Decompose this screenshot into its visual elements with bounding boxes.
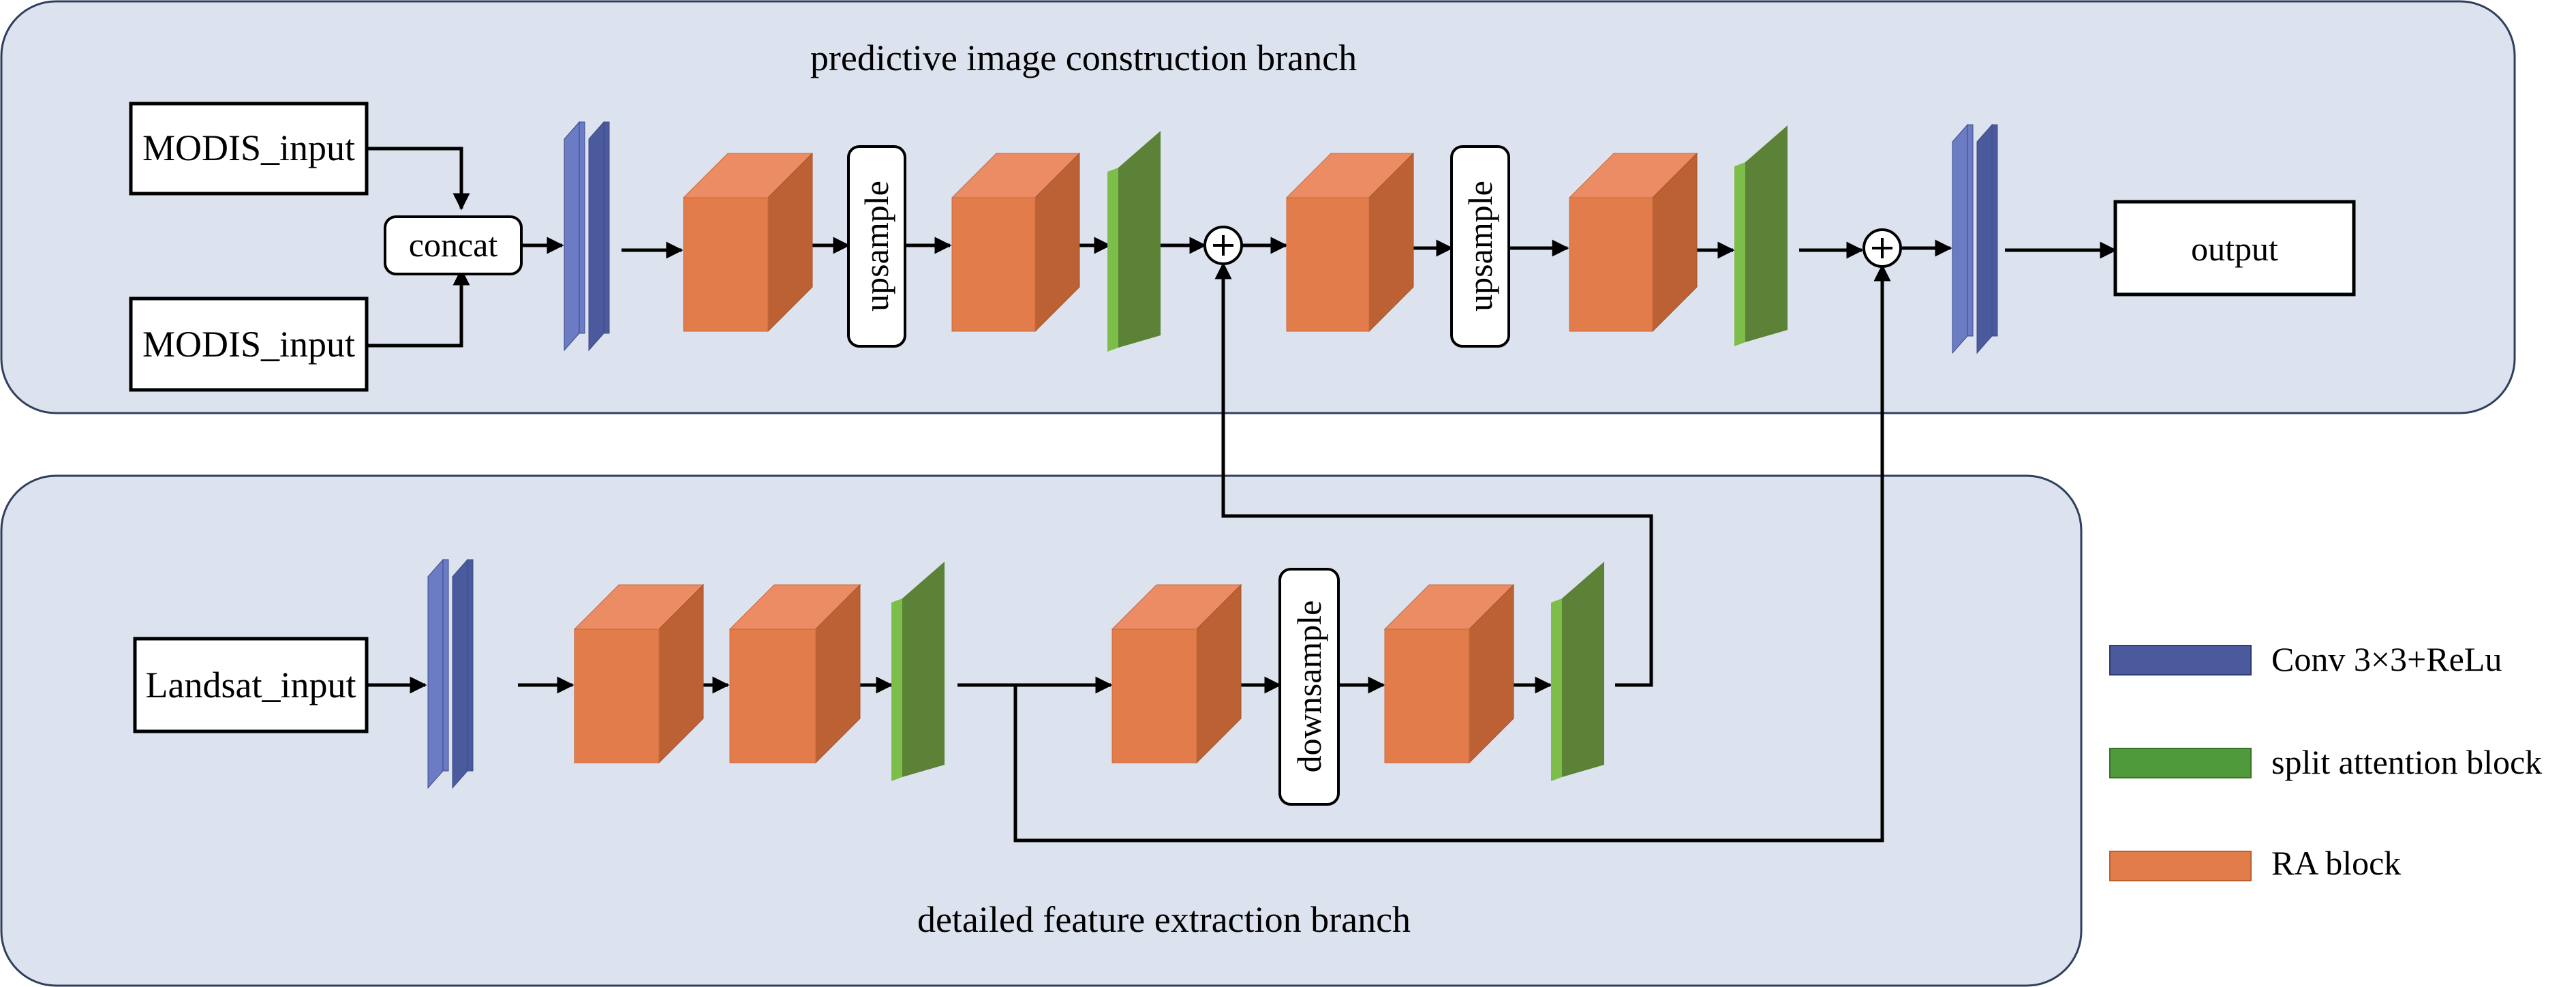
landsat-input-label: Landsat_input: [146, 665, 356, 705]
landsat-input-box: [133, 637, 369, 733]
split-attention-edge: [1551, 598, 1562, 781]
conv-plate-back-face: [1952, 123, 1968, 354]
ra-block-front: [1111, 628, 1197, 763]
block-layer: [427, 121, 1998, 789]
legend-split-attention-label: split attention block: [2271, 743, 2542, 781]
ra-block-front: [1286, 197, 1370, 332]
connector: [367, 268, 470, 348]
ra-block: [951, 152, 1081, 333]
skip-connector-lower: [1013, 264, 1891, 842]
modis-input-label-1: MODIS_input: [142, 127, 355, 168]
output-box: [2113, 200, 2356, 297]
conv-plate-back-face: [564, 121, 580, 352]
downsample-label: downsample: [1290, 601, 1328, 773]
ra-block-front: [574, 628, 660, 763]
split-attention-face: [1562, 562, 1604, 777]
conv-plate-back-face: [427, 558, 444, 789]
split-attention-block: [1107, 131, 1161, 352]
conv-plate-front-face: [588, 121, 604, 352]
conv-plate-back-edge: [579, 121, 585, 334]
output-label: output: [2191, 230, 2278, 268]
conv-plate-front-face: [1976, 123, 1993, 354]
legend-ra-label: RA block: [2271, 844, 2401, 882]
split-attention-block: [891, 562, 945, 781]
conv-relu-block: [427, 558, 474, 789]
conv-plate-front-edge: [467, 559, 474, 772]
ra-block-front: [683, 197, 769, 332]
skip-connector-upper: [1214, 262, 1653, 687]
split-attention-edge: [891, 598, 902, 781]
split-attention-edge: [1107, 168, 1118, 352]
modis-input-box-1: [129, 102, 369, 196]
split-attention-face: [902, 562, 945, 777]
ra-block: [1568, 152, 1698, 333]
ra-block: [682, 152, 814, 333]
upsample-label-2: upsample: [1461, 181, 1499, 312]
conv-plate-back-edge: [442, 559, 449, 772]
upsample-box-1: [847, 145, 906, 348]
conv-plate-front-edge: [603, 121, 610, 334]
downsample-box: [1278, 568, 1340, 806]
modis-input-box-2: [129, 297, 369, 392]
detail-branch-title: detailed feature extraction branch: [917, 899, 1411, 940]
ra-block: [573, 583, 705, 764]
modis-input-label-2: MODIS_input: [142, 324, 355, 365]
sum-node: [1203, 226, 1243, 265]
concat-box: [384, 215, 523, 275]
ra-block-front: [1569, 197, 1653, 332]
legend: Conv 3×3+ReLu split attention block RA b…: [2109, 640, 2542, 882]
split-attention-block: [1551, 562, 1604, 781]
split-attention-face: [1118, 131, 1161, 348]
conv-relu-block: [1952, 123, 1998, 354]
connector: [367, 147, 470, 211]
ra-block: [1111, 583, 1242, 764]
ra-block-front: [729, 628, 816, 763]
split-attention-face: [1745, 125, 1788, 342]
legend-conv-label: Conv 3×3+ReLu: [2271, 640, 2502, 678]
split-attention-edge: [1734, 162, 1745, 346]
legend-split-attention-swatch: [2109, 748, 2252, 778]
split-attention-block: [1734, 125, 1788, 346]
upsample-label-1: upsample: [857, 181, 895, 312]
legend-ra-swatch: [2109, 851, 2252, 881]
predictive-branch-title: predictive image construction branch: [810, 37, 1357, 78]
conv-plate-front-face: [452, 558, 468, 789]
sum-node: [1862, 228, 1902, 268]
conv-relu-block: [564, 121, 610, 352]
ra-block: [729, 583, 861, 764]
concat-label: concat: [409, 226, 498, 264]
upsample-box-2: [1450, 145, 1510, 348]
predictive-branch-panel: [0, 0, 2516, 414]
ra-block: [1383, 583, 1515, 764]
ra-block: [1285, 152, 1415, 333]
ra-block-front: [1384, 628, 1470, 763]
conv-plate-back-edge: [1967, 124, 1974, 337]
ra-block-front: [951, 197, 1036, 332]
conv-plate-front-edge: [1991, 124, 1998, 337]
legend-conv-swatch: [2109, 645, 2252, 675]
